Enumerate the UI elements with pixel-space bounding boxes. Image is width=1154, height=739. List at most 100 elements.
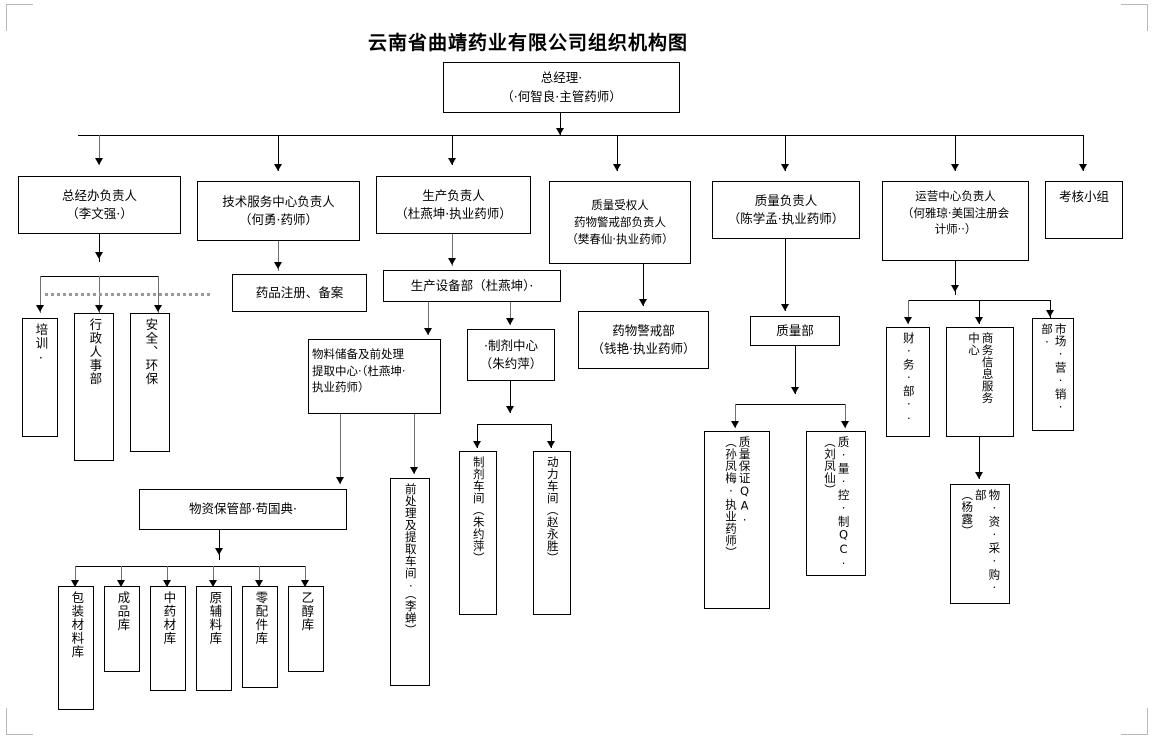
node-drug-registration[interactable]: 药品注册、备案 xyxy=(232,274,367,312)
node-warehouse-packaging-label: 包装材料库 xyxy=(69,591,85,659)
connector-warehouse-bus xyxy=(75,566,305,567)
arrow-operation-center-stem xyxy=(951,285,959,292)
node-preparation-workshop-label: 制剂车间（朱约萍） xyxy=(471,456,486,564)
connector-material-purchase-stem xyxy=(979,437,980,479)
connector-pretreatment-stem xyxy=(414,414,415,474)
node-safety-env-label: 安全、环保 xyxy=(143,318,159,386)
arrow-finance-dept xyxy=(904,317,912,324)
node-power-workshop[interactable]: 动力车间（赵永胜） xyxy=(533,451,571,615)
connector-pharmacovigilance-stem xyxy=(643,264,644,306)
connector-drop-business-info xyxy=(979,300,980,324)
node-warehouse-spare-label: 零配件库 xyxy=(253,591,269,645)
node-pretreatment-workshop[interactable]: 前处理及提取车间·（李蝉） xyxy=(390,478,430,686)
node-gm-office[interactable]: 总经办负责人 （李文强·） xyxy=(18,176,181,234)
node-warehouse-finished[interactable]: 成品库 xyxy=(104,586,140,672)
arrow-warehouse-1 xyxy=(117,580,125,587)
node-operation-center[interactable]: 运营中心负责人 （何雅琼·美国注册会 计师··） xyxy=(882,181,1029,261)
connector-gm-office-stem xyxy=(99,234,100,262)
arrow-operation-center xyxy=(951,164,959,171)
arrow-material-purchase xyxy=(975,472,983,479)
arrow-material-storage xyxy=(424,328,432,335)
connector-preparation-center-stem xyxy=(510,302,511,325)
connector-qa-qc-bus xyxy=(735,404,845,405)
node-warehouse-spare[interactable]: 零配件库 xyxy=(242,586,278,688)
arrow-safety-env xyxy=(154,305,162,312)
connector-drop-qc xyxy=(845,404,846,428)
node-warehouse-herbal[interactable]: 中药材库 xyxy=(150,586,186,691)
connector-material-custody-stem xyxy=(340,414,341,484)
node-pharmacovigilance[interactable]: 药物警戒部 （钱艳·执业药师） xyxy=(578,311,709,369)
node-business-info-service[interactable]: 商务信息服务 中心 xyxy=(946,327,1014,437)
arrow-warehouse-0 xyxy=(71,580,79,587)
node-quality-head[interactable]: 质量负责人 （陈学孟·执业药师） xyxy=(712,181,860,239)
arrow-admin-hr xyxy=(95,305,103,312)
connector-drop-qa xyxy=(735,404,736,428)
arrow-preparation-center-stem2 xyxy=(506,406,514,413)
connector-drop-warehouse-0 xyxy=(75,566,76,588)
connector-drop-tech-service xyxy=(278,135,279,171)
arrow-quality-head xyxy=(781,164,789,171)
connector-drop-assessment-group xyxy=(1083,135,1084,171)
node-finance-dept[interactable]: 财·务·部·· xyxy=(886,327,930,437)
connector-drop-training xyxy=(40,276,41,313)
node-training-label: 培训· xyxy=(33,323,49,366)
node-material-storage[interactable]: 物料储备及前处理 提取中心·（杜燕坤· 执业药师） xyxy=(308,339,441,414)
connector-root-stem xyxy=(560,113,561,135)
connector-drop-warehouse-1 xyxy=(121,566,122,588)
node-material-purchase-person: （杨露） xyxy=(960,489,975,537)
node-material-custody[interactable]: 物资保管部·苟国典· xyxy=(139,489,347,530)
connector-drop-marketing xyxy=(1050,300,1051,318)
connector-workshop-bus xyxy=(477,424,551,425)
connector-warehouse-stem xyxy=(219,530,220,560)
node-qc[interactable]: 质·量·控·制QC· （刘凤仙） xyxy=(806,431,866,576)
arrow-pretreatment-workshop xyxy=(410,467,418,474)
node-preparation-center[interactable]: ·制剂中心 （朱约萍） xyxy=(467,329,555,381)
dotted-divider xyxy=(45,293,210,296)
node-material-purchase[interactable]: 物·资·采·购·部 （杨露） xyxy=(950,484,1010,604)
node-assessment-group[interactable]: 考核小组 xyxy=(1045,181,1123,239)
node-qa[interactable]: 质量保证QA· （孙凤梅·执业药师） xyxy=(704,431,770,609)
node-qa-label: 质量保证QA· xyxy=(737,436,752,528)
arrow-quality-dept-stem2 xyxy=(791,387,799,394)
node-general-manager[interactable]: 总经理· （·何智良·主管药师） xyxy=(443,62,680,113)
connector-preparation-center-stem2 xyxy=(510,381,511,413)
arrow-assessment-group xyxy=(1079,164,1087,171)
connector-quality-dept-stem2 xyxy=(795,346,796,394)
node-safety-env[interactable]: 安全、环保 xyxy=(130,313,170,452)
arrow-warehouse-3 xyxy=(209,580,217,587)
arrow-power-workshop xyxy=(547,441,555,448)
connector-tech-service-stem xyxy=(278,241,279,271)
arrow-tech-service xyxy=(274,164,282,171)
node-quality-authorized[interactable]: 质量受权人 药物警戒部负责人 （樊春仙·执业药师） xyxy=(549,181,691,264)
node-material-purchase-label: 物·资·采·购·部 xyxy=(973,489,1002,595)
arrow-preparation-center xyxy=(506,318,514,325)
node-training[interactable]: 培训· xyxy=(22,318,58,437)
crop-mark-bottom-left xyxy=(6,708,33,735)
crop-mark-top-right xyxy=(1121,4,1148,31)
connector-level1-bus xyxy=(78,135,1084,136)
chart-title: 云南省曲靖药业有限公司组织机构图 xyxy=(368,32,689,54)
node-warehouse-raw-label: 原辅料库 xyxy=(207,591,223,645)
arrow-warehouse-stem xyxy=(215,548,223,555)
node-admin-hr-label: 行政人事部 xyxy=(87,318,103,386)
connector-operation-center-stem xyxy=(955,261,956,295)
node-production[interactable]: 生产负责人 （杜燕坤·执业药师） xyxy=(376,176,531,234)
connector-drop-finance xyxy=(908,300,909,324)
node-qa-person: （孙凤梅·执业药师） xyxy=(724,436,738,559)
node-marketing-dept[interactable]: 市场·营·销·部· xyxy=(1032,318,1074,431)
arrow-marketing-dept xyxy=(1046,310,1054,317)
node-warehouse-herbal-label: 中药材库 xyxy=(161,591,177,645)
node-preparation-workshop[interactable]: 制剂车间（朱约萍） xyxy=(459,451,497,615)
node-tech-service[interactable]: 技术服务中心负责人 （何勇·药师） xyxy=(197,181,360,241)
node-business-info-service-label2: 中心 xyxy=(967,332,981,356)
arrow-production-equipment xyxy=(448,258,456,265)
node-warehouse-packaging[interactable]: 包装材料库 xyxy=(58,586,94,710)
node-warehouse-raw[interactable]: 原辅料库 xyxy=(196,586,232,691)
node-production-equipment[interactable]: 生产设备部（杜燕坤）· xyxy=(383,270,561,302)
node-warehouse-ethanol[interactable]: 乙醇库 xyxy=(288,586,324,672)
node-quality-dept[interactable]: 质量部 xyxy=(750,316,840,346)
node-qc-person: （刘凤仙） xyxy=(823,436,837,496)
connector-drop-warehouse-2 xyxy=(167,566,168,588)
node-admin-hr[interactable]: 行政人事部 xyxy=(74,313,114,461)
